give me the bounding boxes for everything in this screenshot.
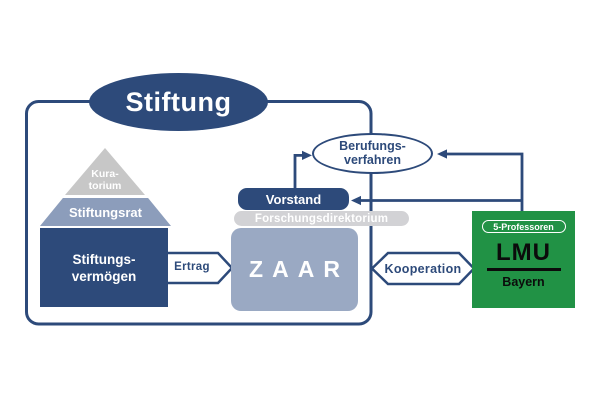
kooperation-label: Kooperation — [384, 262, 462, 276]
arrow-vorstand-to-berufung-line — [293, 154, 303, 189]
lmu-wordmark: LMU — [496, 239, 551, 266]
arrow-lmu-to-vorstand-head — [351, 195, 361, 206]
zaar-box: ZAAR — [231, 228, 358, 311]
stiftung-ellipse: Stiftung — [89, 73, 268, 131]
professoren-badge: 5-Professoren — [481, 220, 566, 233]
lmu-box: 5-Professoren LMU Bayern — [472, 211, 575, 308]
vorstand-box: Vorstand — [238, 188, 349, 210]
ertrag-label: Ertrag — [174, 261, 210, 273]
stiftungsvermoegen-label-line1: Stiftungs- — [72, 251, 136, 267]
stiftung-label: Stiftung — [125, 86, 232, 117]
professoren-badge-label: 5-Professoren — [493, 221, 554, 232]
bayern-label: Bayern — [502, 274, 545, 289]
forschungsdirektorium-label: Forschungsdirektorium — [254, 212, 389, 225]
arrow-vorstand-to-berufung-head — [302, 150, 312, 160]
vorstand-label: Vorstand — [265, 191, 322, 207]
zaar-label: ZAAR — [249, 256, 349, 282]
arrow-lmu-to-berufung-head — [437, 149, 447, 159]
stiftungsrat-label: Stiftungsrat — [69, 204, 142, 220]
berufungsverfahren-label-line2: verfahren — [344, 152, 401, 167]
berufungsverfahren-label-line1: Berufungs- — [339, 139, 406, 153]
berufungsverfahren-ellipse: Berufungs- verfahren — [312, 133, 433, 174]
stiftungsvermoegen-box: Stiftungs- vermögen — [40, 228, 168, 307]
stiftungsvermoegen-label-line2: vermögen — [71, 268, 137, 284]
kuratorium-label-line2: torium — [88, 179, 122, 192]
forschungsdirektorium-bar: Forschungsdirektorium — [234, 211, 409, 226]
arrow-lmu-to-berufung-line — [447, 152, 524, 212]
lmu-underline — [486, 268, 561, 271]
kuratorium-label-line1: Kura- — [91, 168, 119, 180]
stiftungsrat-trapezoid: Stiftungsrat — [40, 198, 171, 226]
